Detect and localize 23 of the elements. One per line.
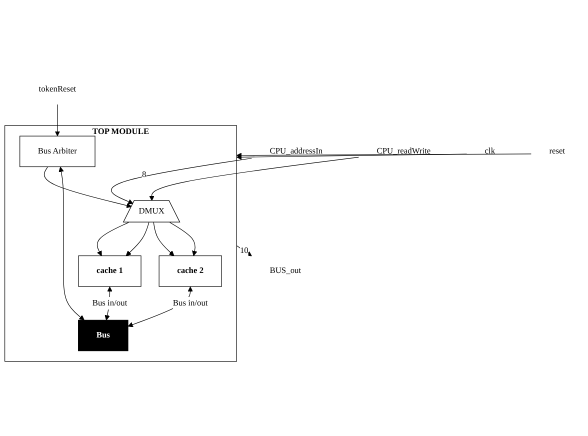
arrow <box>44 166 132 208</box>
arrow <box>58 167 84 321</box>
arrow <box>153 222 174 256</box>
arrow <box>149 157 359 202</box>
node-box: Bus <box>78 320 128 352</box>
arrow <box>111 158 252 205</box>
node-box: cache 1 <box>78 256 142 288</box>
node-box: cache 2 <box>158 256 222 288</box>
arrow <box>54 104 60 137</box>
node-box: Bus Arbiter <box>20 136 96 168</box>
edge-label: Bus in/out <box>92 299 128 308</box>
edge-label: 8 <box>142 170 146 180</box>
node-text: reset <box>549 147 566 156</box>
arrow <box>169 222 198 256</box>
node-text: BUS_out <box>270 267 302 276</box>
node-text: CPU_readWrite <box>376 147 431 156</box>
node-text: tokenReset <box>38 85 76 94</box>
node-text: clk <box>484 147 496 156</box>
edge-label: Bus in/out <box>172 299 208 308</box>
node-text: CPU_addressIn <box>270 147 323 156</box>
arrow <box>126 222 150 256</box>
edge-label: 10 <box>240 246 248 256</box>
arrow <box>236 153 532 158</box>
